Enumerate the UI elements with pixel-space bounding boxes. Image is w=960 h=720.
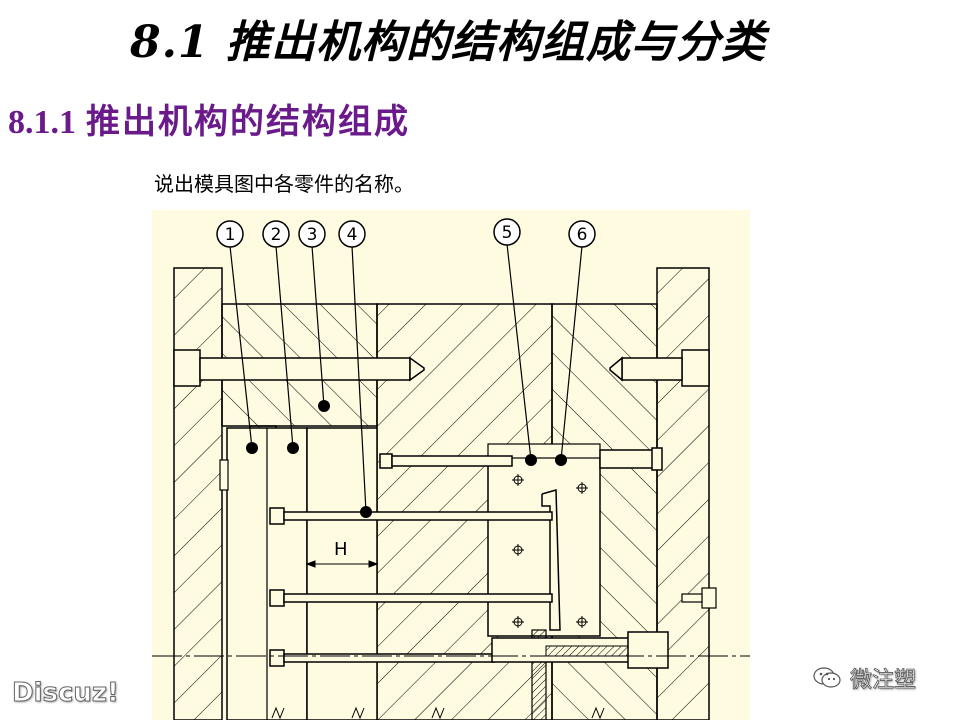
- instruction-text: 说出模具图中各零件的名称。: [154, 172, 414, 196]
- section-title: 推出机构的结构组成: [86, 102, 410, 142]
- part-label-6: 6: [577, 225, 588, 245]
- discuz-watermark: Discuz!: [12, 678, 120, 709]
- part-label-3: 3: [307, 225, 318, 245]
- left-marker: [219, 459, 229, 491]
- push-plate: [306, 427, 378, 720]
- part-profile: [541, 489, 561, 631]
- side-screw: [681, 587, 717, 609]
- locator-marks: [512, 474, 588, 628]
- insert-block: [487, 455, 601, 637]
- upper-screw-right: [609, 349, 710, 387]
- middle-screw: [379, 447, 663, 471]
- part-label-4: 4: [347, 225, 358, 245]
- wechat-watermark-text: 微注塑: [850, 668, 917, 694]
- left-clamp-block: [173, 267, 223, 720]
- section-heading: 8.1.1 推出机构的结构组成: [8, 94, 410, 143]
- section-number: 8.1.1: [8, 104, 76, 141]
- callout-circles: [216, 218, 596, 248]
- dimension-h-label: H: [334, 539, 348, 560]
- part-label-1: 1: [225, 225, 236, 245]
- part-label-5: 5: [502, 223, 513, 243]
- wechat-watermark: 微注塑: [812, 662, 916, 694]
- upper-screw-left: [173, 349, 425, 387]
- part-label-2: 2: [271, 225, 282, 245]
- mold-drawing: H 1 2 3 4 5 6: [152, 210, 750, 720]
- ejector-pins: [269, 507, 553, 667]
- wechat-icon: [813, 667, 841, 688]
- break-marks: [271, 706, 605, 720]
- dimension-h: [305, 528, 379, 570]
- leader-lines: [229, 243, 583, 513]
- callout-dots: [246, 400, 567, 518]
- page-title: 8.1 推出机构的结构组成与分类: [130, 17, 766, 68]
